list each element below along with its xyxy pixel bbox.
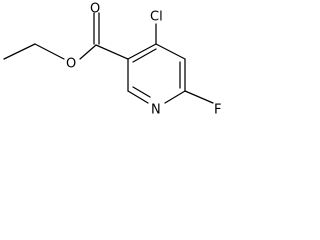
ring-bond-1 (127, 43, 157, 60)
bond-ring-fluorine (184, 90, 214, 104)
ring-bond-4 (164, 90, 186, 104)
molecule-diagram: O O Cl N F (0, 0, 252, 136)
fluorine-label: F (214, 103, 221, 118)
ring-bond-5 (127, 90, 149, 104)
chlorine-label: Cl (150, 10, 163, 25)
bond-methyl-methylene (3, 43, 36, 60)
nitrogen-label: N (151, 103, 161, 118)
ring-bond-2 (155, 43, 186, 60)
structure-svg: O O Cl N F (3, 2, 221, 118)
ring-bond-1-inner (132, 48, 157, 63)
bond-methylene-oxygen (34, 43, 65, 60)
oxygen-ester-label: O (66, 57, 76, 72)
bond-carbonyl-ring (95, 44, 129, 60)
bond-oxygen-carbonyl (79, 44, 97, 60)
oxygen-carbonyl-label: O (90, 2, 100, 17)
ring-bond-5-inner (132, 86, 151, 98)
